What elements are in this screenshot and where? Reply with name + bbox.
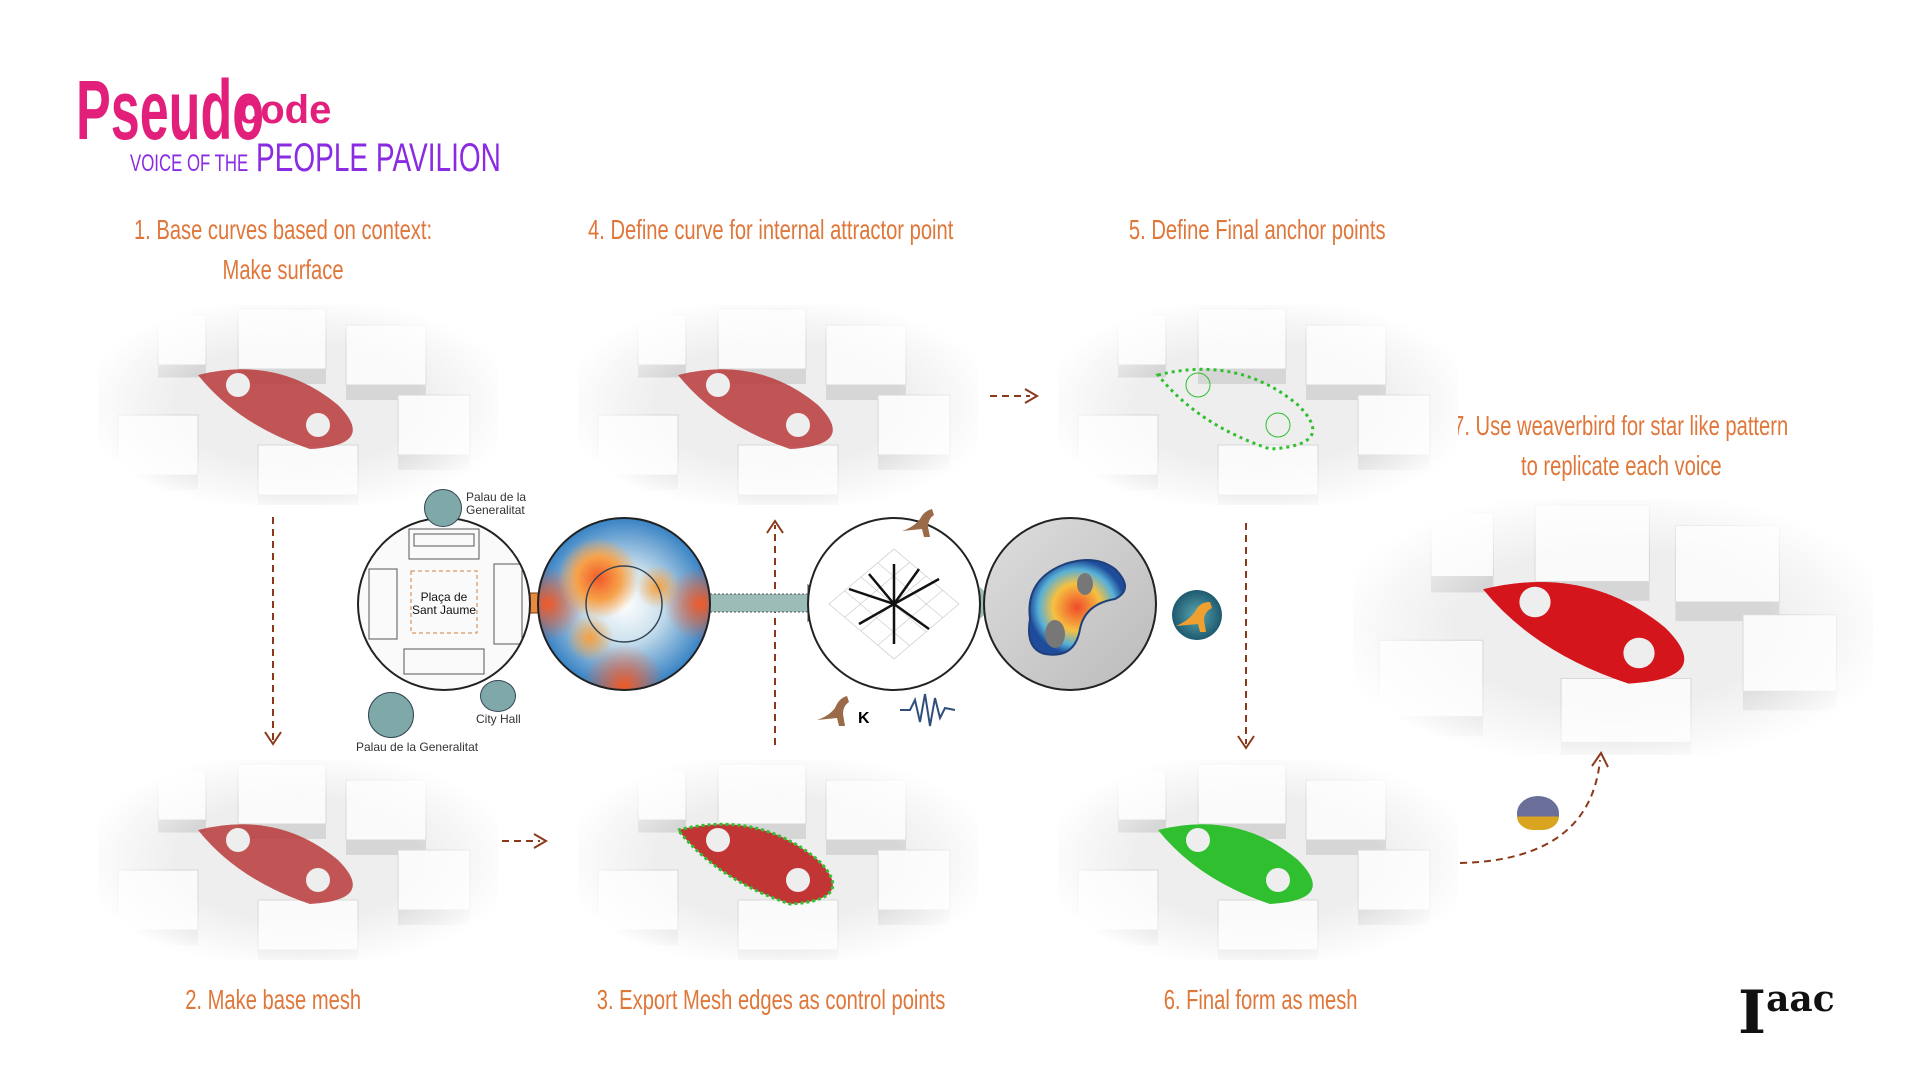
title-pseudo: Pseudo: [76, 63, 265, 157]
logo-aac: aac: [1766, 978, 1835, 1020]
building-icon-city-hall: [480, 680, 516, 712]
step-6-caption: 6. Final form as mesh: [1164, 984, 1358, 1015]
step-5-anchor-render: [1058, 305, 1458, 505]
kangaroo-k-label: K: [858, 710, 870, 727]
step-4-caption: 4. Define curve for internal attractor p…: [588, 214, 954, 245]
step-1-caption: 1. Base curves based on context:Make sur…: [133, 214, 433, 285]
kangaroo-icon: [817, 696, 849, 726]
force-vector-grid: [828, 548, 960, 660]
building-icon-palau-bottom: [368, 692, 414, 738]
title-code: code: [238, 88, 332, 132]
kangaroo-icon-top: [902, 509, 934, 537]
step-1-surface-render: [98, 305, 498, 505]
step-3-control-points-render: [578, 760, 978, 960]
kangaroo-badge-icon: [1172, 590, 1222, 640]
step-7-weaverbird-render: [1353, 500, 1873, 755]
relaxed-surface-circle: [983, 517, 1157, 691]
noise-heatmap-circle: [537, 517, 711, 691]
step-4-curve-render: [578, 305, 978, 505]
city-hall-label: City Hall: [476, 712, 521, 726]
step-6-final-mesh-render: [1058, 760, 1458, 960]
site-plan-drawing: [368, 528, 523, 675]
subtitle: Voice of the PEOPLE PAVILION: [130, 136, 501, 180]
weaverbird-icon: [1517, 796, 1559, 830]
step-3-caption: 3. Export Mesh edges as control points: [596, 984, 946, 1015]
kangaroo-force-circle: [807, 517, 981, 691]
relaxed-surface-heatmap: [1028, 559, 1126, 656]
step-5-caption: 5. Define Final anchor points: [1128, 214, 1386, 245]
building-icon-palau-top: [424, 489, 462, 527]
step-2-mesh-render: [98, 760, 498, 960]
step-2-caption: 2. Make base mesh: [185, 984, 361, 1015]
logo-i: I: [1738, 978, 1767, 1048]
palau-bottom-label: Palau de la Generalitat: [356, 740, 479, 754]
sound-wave-icon: [900, 693, 956, 727]
iaac-logo: Iaac: [1738, 978, 1835, 1048]
